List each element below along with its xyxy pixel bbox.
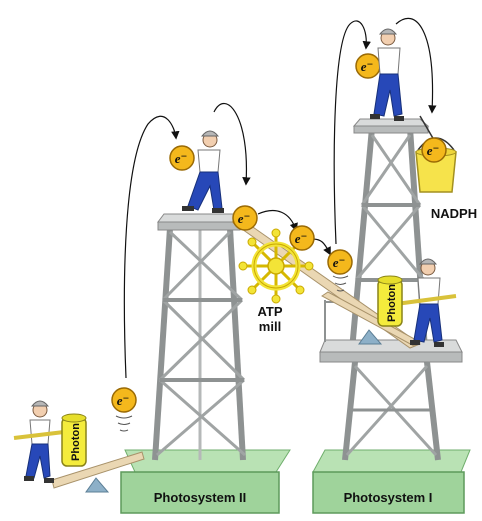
photosystem-i-tower bbox=[319, 118, 463, 461]
atp-label: ATP bbox=[257, 304, 282, 319]
worker-ps2-lifting bbox=[182, 130, 224, 213]
worker-ps1-top bbox=[370, 28, 404, 121]
electron-ramp-mid bbox=[289, 225, 315, 251]
electron-ps1-top bbox=[355, 53, 381, 79]
photosystem-ii-label: Photosystem II bbox=[154, 490, 246, 505]
atp-mill-wheel bbox=[238, 228, 314, 304]
ground-seesaw bbox=[51, 451, 145, 493]
photon-hammer-ps1: Photon bbox=[377, 275, 403, 327]
mill-label: mill bbox=[259, 319, 281, 334]
photon-label-ground: Photon bbox=[70, 423, 82, 461]
photon-hammer-ground: Photon bbox=[61, 413, 87, 467]
electron-flow-arrows bbox=[123, 17, 437, 379]
deck-seesaw bbox=[321, 291, 421, 347]
electron-ramp-start bbox=[232, 205, 258, 231]
photon-label-ps1: Photon bbox=[386, 284, 398, 322]
photosystem-i-base: Photosystem I bbox=[312, 449, 471, 514]
energy-wave-marks bbox=[115, 275, 349, 432]
worker-ps1-hammering bbox=[395, 258, 457, 347]
electron-ps1-deck bbox=[327, 249, 353, 275]
photosystem-i-label: Photosystem I bbox=[344, 490, 433, 505]
electron-ps2-worker bbox=[169, 145, 195, 171]
electron-bucket bbox=[421, 137, 447, 163]
electron-ground bbox=[111, 387, 137, 413]
worker-ground-hammering bbox=[13, 400, 65, 483]
nadph-label: NADPH bbox=[431, 206, 477, 221]
photosystem-ii-base: Photosystem II bbox=[120, 449, 291, 514]
photosystem-ii-tower bbox=[152, 213, 246, 461]
